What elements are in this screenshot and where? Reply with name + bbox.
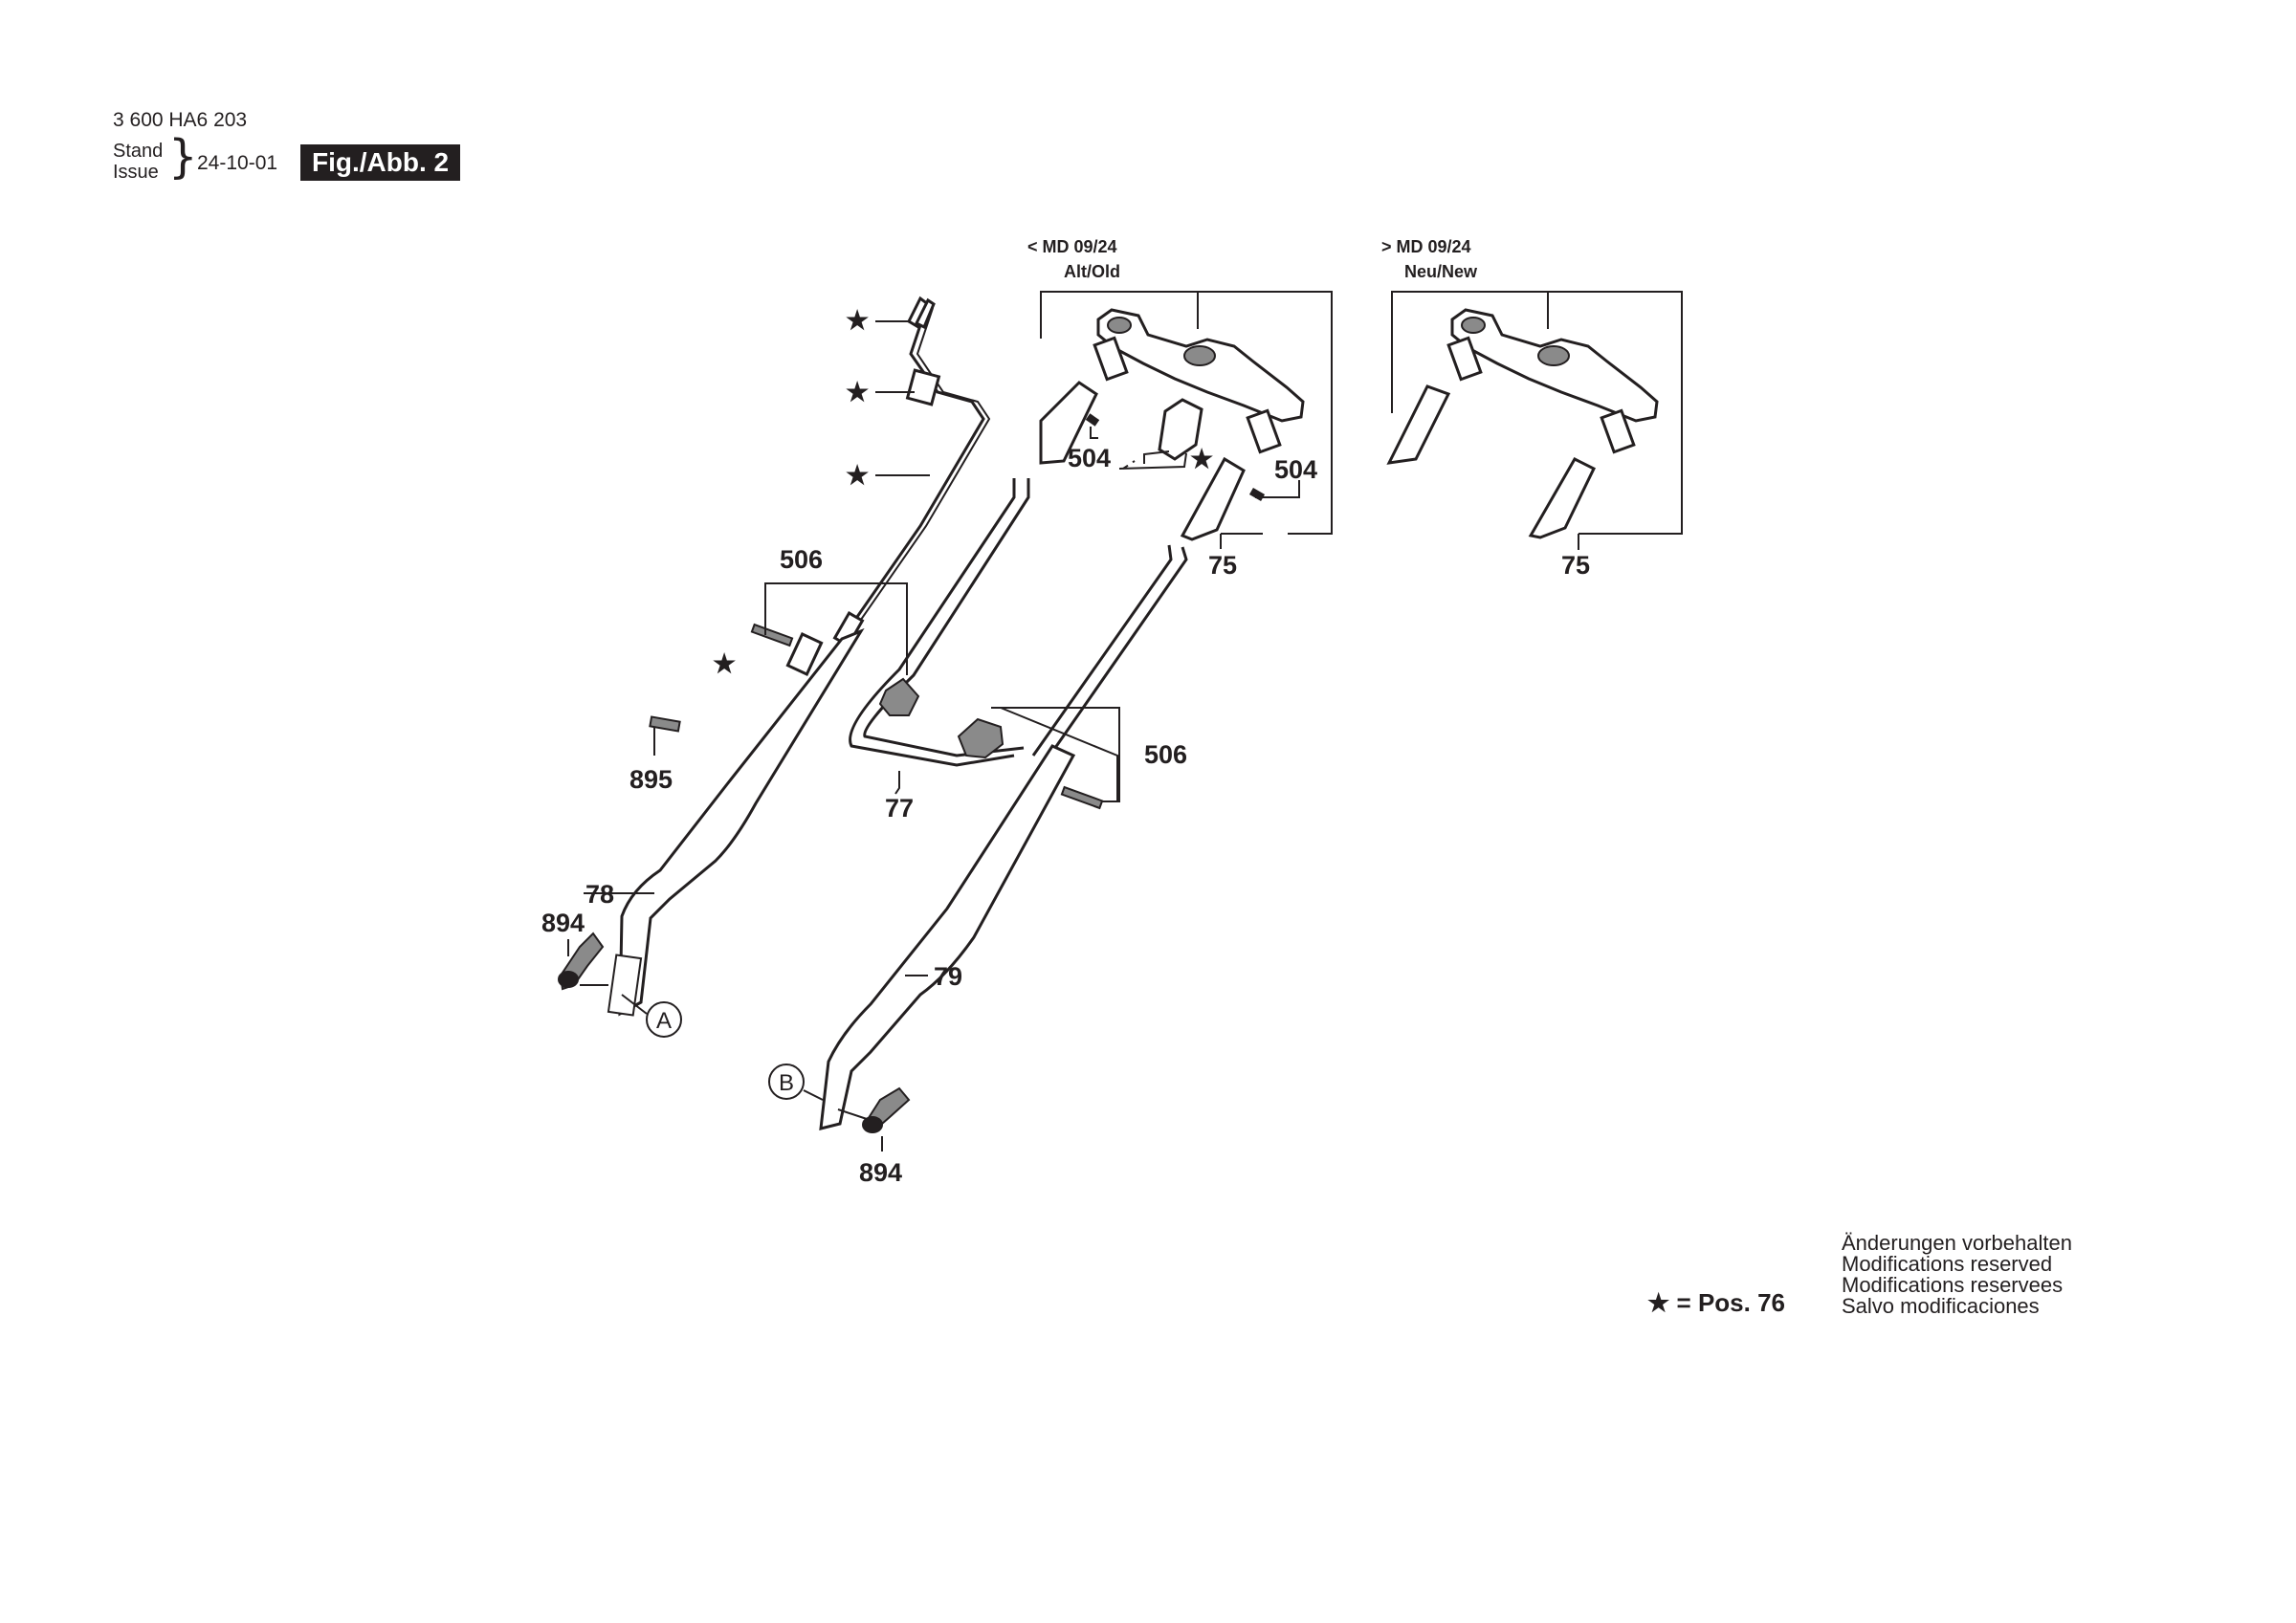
marker-a: A <box>656 1008 672 1034</box>
star-knobs <box>878 677 1004 759</box>
callout-894-right: 894 <box>859 1158 902 1187</box>
brace-symbol: } <box>168 130 198 184</box>
star-callout-1: ★ <box>846 306 869 335</box>
part-number: 3 600 HA6 203 <box>113 109 248 131</box>
callout-75-new: 75 <box>1561 551 1590 580</box>
issue-date: 24-10-01 <box>197 152 278 174</box>
lower-handle-left <box>584 627 865 1017</box>
grip-sleeves <box>1039 381 1596 541</box>
marker-b: B <box>779 1070 794 1096</box>
callout-504-left: 504 <box>1068 444 1111 472</box>
callout-79: 79 <box>934 962 962 991</box>
note-en: Modifications reserved <box>1842 1252 2053 1276</box>
new-variant-frame <box>1391 291 1683 550</box>
old-variant-frame <box>1040 291 1333 549</box>
issue-label: Issue <box>113 162 159 183</box>
star-legend: ★ = Pos. 76 <box>1647 1288 1785 1317</box>
callout-504-right: 504 <box>1274 455 1317 484</box>
bolts-506 <box>649 582 1120 810</box>
new-variant-label: Neu/New <box>1404 262 1478 281</box>
cable-ends-starred <box>907 296 936 330</box>
stand-label: Stand <box>113 141 164 162</box>
lower-handle-right <box>819 744 1076 1130</box>
star-callout-2: ★ <box>846 378 869 406</box>
handle-bar-old <box>1093 308 1305 464</box>
callout-78: 78 <box>585 880 614 909</box>
figure-label: Fig./Abb. 2 <box>300 144 461 181</box>
callout-506-lower: 506 <box>1144 740 1187 769</box>
upper-handle-tube <box>849 478 1188 795</box>
handle-bar-new <box>1446 308 1659 454</box>
quick-release-levers <box>558 932 911 1151</box>
old-version-label: < MD 09/24 <box>1027 237 1117 256</box>
new-version-label: > MD 09/24 <box>1381 237 1471 256</box>
bowden-cable <box>668 307 991 871</box>
star-callout-5: ★ <box>713 649 736 678</box>
callout-506-upper: 506 <box>780 545 823 574</box>
note-fr: Modifications reservees <box>1842 1273 2064 1297</box>
note-es: Salvo modificaciones <box>1842 1294 2040 1318</box>
star-callout-4: ★ <box>1190 445 1213 473</box>
callout-77: 77 <box>885 794 914 822</box>
marker-circles <box>621 994 824 1101</box>
modification-notes: Änderungen vorbehalten Modifications res… <box>1842 1233 2072 1317</box>
callout-75-old: 75 <box>1208 551 1237 580</box>
callout-894-left: 894 <box>541 909 585 937</box>
old-variant-label: Alt/Old <box>1064 262 1120 281</box>
star-callout-3: ★ <box>846 461 869 490</box>
callout-895: 895 <box>629 765 673 794</box>
screws-504 <box>1085 413 1300 501</box>
note-de: Änderungen vorbehalten <box>1842 1231 2072 1255</box>
